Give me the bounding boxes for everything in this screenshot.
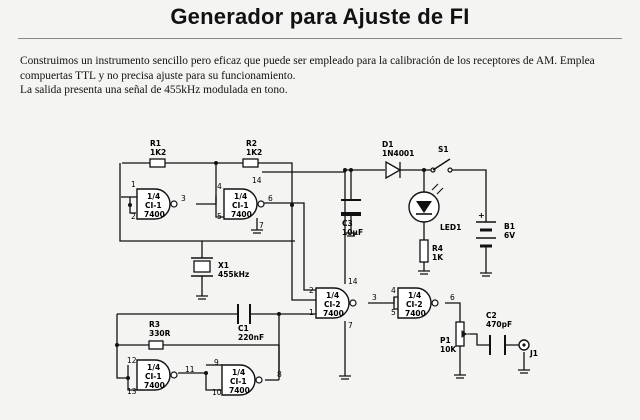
capacitor-c3: C3 10µF — [341, 199, 363, 237]
resistor-r4: R4 1K — [419, 239, 444, 263]
pin-7-ci2: 7 — [348, 321, 353, 330]
svg-text:1K2: 1K2 — [246, 148, 262, 157]
gate-ci1-a: 1/4 CI-1 7400 1 2 3 — [131, 180, 186, 221]
svg-text:J1: J1 — [529, 349, 538, 358]
gate-ci1-c: 1/4 CI-1 7400 12 13 11 — [127, 356, 195, 396]
svg-text:4: 4 — [217, 182, 222, 191]
svg-text:R3: R3 — [149, 320, 160, 329]
svg-text:R2: R2 — [246, 139, 257, 148]
svg-text:13: 13 — [127, 387, 137, 396]
svg-text:6: 6 — [268, 194, 273, 203]
svg-text:CI-1: CI-1 — [145, 372, 162, 381]
svg-text:CI-1: CI-1 — [232, 201, 249, 210]
resistor-r2: R2 1K2 — [242, 139, 262, 168]
svg-text:1: 1 — [309, 308, 314, 317]
gate-ci1-b: 1/4 CI-1 7400 4 5 6 — [217, 182, 273, 221]
svg-text:C1: C1 — [238, 324, 249, 333]
gate-ci2-b: 1/4 CI-2 7400 4 5 6 — [391, 286, 455, 319]
intro-paragraph-1: Construimos un instrumento sencillo pero… — [20, 55, 595, 82]
resistor-r1: R1 1K2 — [149, 139, 166, 168]
capacitor-c1: C1 220nF — [237, 304, 264, 342]
svg-text:10K: 10K — [440, 345, 457, 354]
svg-text:7400: 7400 — [229, 386, 250, 395]
battery-plus-icon: + — [478, 211, 485, 220]
svg-text:7400: 7400 — [323, 309, 344, 318]
wires — [116, 162, 525, 391]
svg-text:1/4: 1/4 — [326, 291, 339, 300]
svg-text:1/4: 1/4 — [408, 291, 421, 300]
svg-text:1K: 1K — [432, 253, 444, 262]
gate-ci1-d: 1/4 CI-1 7400 9 10 8 — [212, 358, 282, 397]
svg-text:5: 5 — [217, 212, 222, 221]
svg-text:2: 2 — [131, 212, 136, 221]
svg-text:10: 10 — [212, 388, 222, 397]
svg-text:11: 11 — [185, 365, 195, 374]
battery-b1: + B1 6V — [476, 211, 515, 248]
capacitor-c2: C2 470pF — [486, 311, 512, 355]
svg-text:1/4: 1/4 — [147, 363, 160, 372]
svg-text:1N4001: 1N4001 — [382, 149, 414, 158]
svg-text:R4: R4 — [432, 244, 443, 253]
svg-text:D1: D1 — [382, 140, 393, 149]
svg-text:4: 4 — [391, 286, 396, 295]
diode-d1: D1 1N4001 — [382, 140, 414, 180]
svg-text:6: 6 — [450, 293, 455, 302]
pin-7-ci1: 7 — [259, 221, 264, 230]
svg-text:6V: 6V — [504, 231, 515, 240]
junctions — [115, 161, 426, 380]
svg-text:7400: 7400 — [144, 381, 165, 390]
svg-text:X1: X1 — [218, 261, 229, 270]
svg-text:330R: 330R — [149, 329, 171, 338]
svg-text:C3: C3 — [342, 219, 353, 228]
led-1: LED1 — [408, 183, 461, 232]
svg-text:3: 3 — [181, 194, 186, 203]
switch-s1: S1 — [430, 145, 453, 173]
svg-text:1/4: 1/4 — [147, 192, 160, 201]
svg-text:CI-1: CI-1 — [145, 201, 162, 210]
svg-text:R1: R1 — [150, 139, 161, 148]
intro-paragraph-2: La salida presenta una señal de 455kHz m… — [20, 84, 288, 96]
svg-text:470pF: 470pF — [486, 320, 512, 329]
svg-text:7400: 7400 — [405, 309, 426, 318]
svg-text:CI-2: CI-2 — [406, 300, 423, 309]
svg-text:CI-1: CI-1 — [230, 377, 247, 386]
svg-text:8: 8 — [277, 370, 282, 379]
ground-symbols — [196, 229, 530, 380]
svg-text:1: 1 — [131, 180, 136, 189]
output-jack-j1: J1 — [518, 339, 538, 358]
svg-text:12: 12 — [127, 356, 137, 365]
pin-14-ci1: 14 — [252, 176, 262, 185]
svg-text:455kHz: 455kHz — [218, 270, 249, 279]
svg-text:1/4: 1/4 — [234, 192, 247, 201]
svg-text:CI-2: CI-2 — [324, 300, 341, 309]
svg-text:2: 2 — [309, 286, 314, 295]
crystal-x1: X1 455kHz — [191, 257, 249, 279]
svg-text:1K2: 1K2 — [150, 148, 166, 157]
svg-text:9: 9 — [214, 358, 219, 367]
svg-text:7400: 7400 — [231, 210, 252, 219]
svg-text:1/4: 1/4 — [232, 368, 245, 377]
svg-text:S1: S1 — [438, 145, 449, 154]
title-rule — [18, 38, 622, 39]
resistor-r3: R3 330R — [148, 320, 171, 350]
potentiometer-p1: P1 10K — [440, 321, 470, 354]
page-title: Generador para Ajuste de FI — [170, 4, 470, 29]
gate-ci2-a: 1/4 CI-2 7400 2 1 3 — [309, 286, 377, 319]
svg-text:7400: 7400 — [144, 210, 165, 219]
svg-text:220nF: 220nF — [238, 333, 264, 342]
svg-text:5: 5 — [391, 308, 396, 317]
svg-text:LED1: LED1 — [440, 223, 461, 232]
svg-text:C2: C2 — [486, 311, 497, 320]
intro-text: Construimos un instrumento sencillo pero… — [20, 54, 620, 98]
pin-14-ci2: 14 — [348, 277, 358, 286]
svg-text:B1: B1 — [504, 222, 515, 231]
svg-text:P1: P1 — [440, 336, 451, 345]
svg-text:3: 3 — [372, 293, 377, 302]
